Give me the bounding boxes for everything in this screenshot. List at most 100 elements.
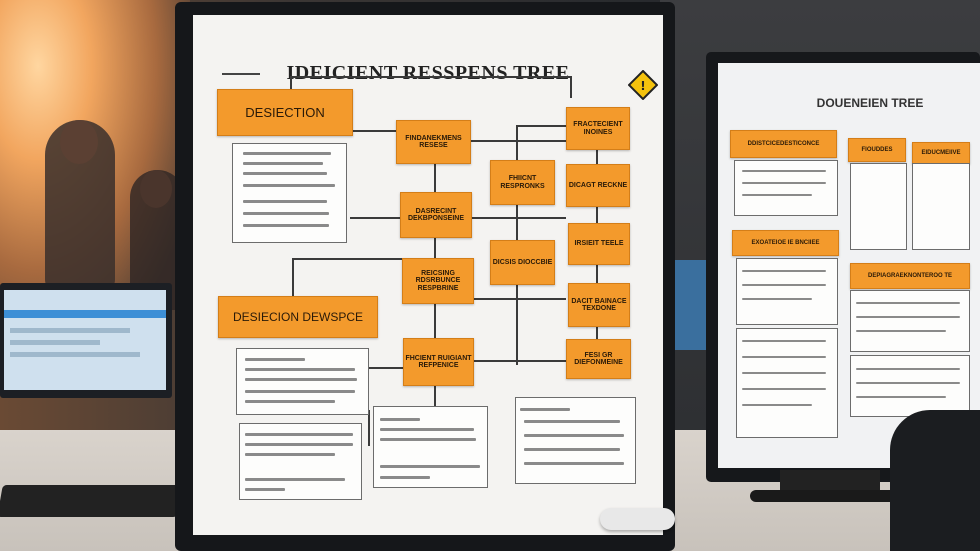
right-box: DDISTCICEDESTICONCE [730,130,837,158]
connector-line [470,140,566,142]
connector-line [596,325,598,339]
text-panel [232,143,347,243]
right-screen-title: DOUENEIEN TREE [816,96,924,110]
text-line [380,476,430,479]
left-monitor-header-bar [4,310,166,318]
text-line [742,298,812,300]
computer-mouse [600,508,675,530]
right-text-panel [912,163,970,250]
flow-box: FHCIENT RUIGIANT REFPENICE [403,338,474,386]
right-box: EIDUCMEIIVE [912,142,970,164]
right-text-panel [850,355,970,417]
main-screen-title: IDEICIENT RESSPENS TREE [286,62,570,84]
right-monitor-base [750,490,910,502]
text-line [856,316,960,318]
text-line [856,382,960,384]
text-line [856,330,946,332]
connector-line [434,236,436,258]
foreground-chair [890,410,980,551]
left-monitor-row [10,352,140,357]
right-box: DEPIAGRAEKNONTEROO TE [850,263,970,289]
left-monitor-row [10,328,130,333]
text-line [243,152,331,155]
flow-box: FESI GR DIEFONMEINE [566,339,631,379]
connector-line [470,298,566,300]
text-panel [515,397,636,484]
left-monitor-row [10,340,100,345]
text-line [380,465,480,468]
connector-line [596,263,598,283]
text-line [380,418,420,421]
text-line [243,200,327,203]
connector-line [350,130,396,132]
connector-line [368,410,370,446]
right-box: EXOATEIOE IE BNCIIEE [732,230,839,256]
keyboard [0,485,183,517]
text-line [243,224,329,227]
text-line [245,400,335,403]
connector-line [290,76,292,90]
text-line [524,420,620,423]
text-line [380,428,474,431]
flow-box: REICSING RDSRBUNCE RESPBRINE [402,258,474,304]
right-text-panel [736,258,838,325]
text-line [245,433,353,436]
connector-line [350,217,400,219]
text-line [742,170,826,172]
connector-line [434,302,436,338]
flow-box: DASRECINT DEKBPONSEINE [400,192,472,238]
warning-diamond-icon: ! [628,70,658,100]
background-person-head [60,120,98,164]
connector-line [596,205,598,223]
text-line [245,443,353,446]
right-text-panel [734,160,838,216]
text-line [856,368,960,370]
connector-line [292,258,294,318]
connector-line [290,76,570,78]
connector-line [516,125,566,127]
text-line [520,408,570,411]
text-line [856,302,960,304]
text-line [742,284,826,286]
background-person-head [140,170,172,208]
connector-line [434,162,436,192]
connector-line [368,367,404,369]
text-line [245,368,355,371]
flow-box: DICSIS DIOCCBIE [490,240,555,285]
connector-line [470,217,566,219]
text-line [742,404,812,406]
right-text-panel [850,163,907,250]
connector-line [570,76,572,98]
text-line [742,194,812,196]
flow-box: FINDANEKMENS RESESE [396,120,471,164]
connector-line [596,148,598,164]
text-line [245,358,305,361]
text-line [245,453,335,456]
text-line [742,270,826,272]
text-line [380,438,476,441]
text-line [742,388,826,390]
text-line [245,488,285,491]
text-line [245,390,355,393]
right-text-panel [736,328,838,438]
flow-box: FRACTECIENT INOINES [566,107,630,150]
flow-box: FHIICNT RESPRONKS [490,160,555,205]
text-line [245,378,357,381]
right-box: FIOUDDES [848,138,906,162]
distant-monitor [672,260,708,350]
right-text-panel [850,290,970,352]
flow-box: DICAGT RECKNE [566,164,630,207]
flow-box: DESIECION DEWSPCE [218,296,378,338]
text-line [742,372,826,374]
text-line [243,212,329,215]
text-line [524,434,624,437]
text-line [856,396,946,398]
flow-box: DESIECTION [217,89,353,136]
text-line [243,172,327,175]
text-line [742,356,826,358]
svg-text:!: ! [640,79,645,93]
connector-line [292,258,402,260]
text-line [524,448,620,451]
text-line [742,340,826,342]
text-line [742,182,826,184]
